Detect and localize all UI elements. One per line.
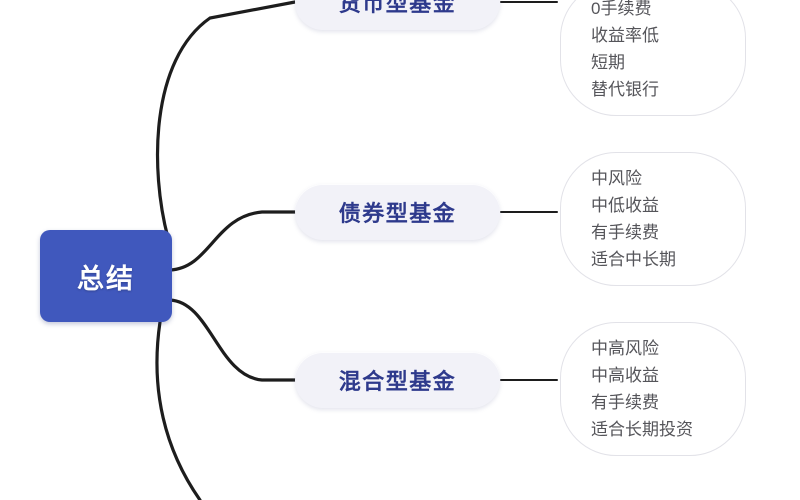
leaf-detail-line: 中高收益: [591, 366, 659, 385]
leaf-detail-line: 0手续费: [591, 0, 652, 18]
root-node-summary[interactable]: 总结: [40, 230, 172, 322]
branch-node-hybrid-fund[interactable]: 混合型基金: [295, 352, 500, 408]
connector-root-to-branch-2: [168, 298, 297, 382]
leaf-bubble-hybrid-fund: 中高风险 中高收益 有手续费 适合长期投资: [560, 322, 746, 456]
root-node-label: 总结: [77, 263, 135, 294]
connector-branch-2-to-leaf: [500, 379, 558, 382]
connector-branch-1-to-leaf: [500, 211, 558, 214]
branch-node-label: 债券型基金: [338, 201, 457, 226]
leaf-detail-line: 收益率低: [591, 26, 659, 45]
leaf-bubble-money-market-fund: 0手续费 收益率低 短期 替代银行: [560, 0, 746, 116]
connector-root-to-branch-1: [168, 210, 297, 272]
connector-root-to-branch-0: [155, 0, 297, 240]
leaf-detail-line: 适合中长期: [591, 250, 676, 269]
leaf-detail-line: 有手续费: [591, 393, 659, 412]
leaf-detail-line: 替代银行: [591, 80, 659, 99]
leaf-detail-line: 中风险: [591, 169, 642, 188]
branch-node-label: 混合型基金: [338, 369, 457, 394]
leaf-detail-line: 短期: [591, 53, 625, 72]
branch-node-label: 货币型基金: [338, 0, 457, 16]
connector-branch-0-to-leaf: [500, 1, 558, 4]
leaf-detail-line: 中低收益: [591, 196, 659, 215]
branch-node-money-market-fund[interactable]: 货币型基金: [295, 0, 500, 30]
leaf-bubble-bond-fund: 中风险 中低收益 有手续费 适合中长期: [560, 152, 746, 286]
leaf-detail-line: 适合长期投资: [591, 420, 693, 439]
branch-node-bond-fund[interactable]: 债券型基金: [295, 184, 500, 240]
leaf-detail-line: 中高风险: [591, 339, 659, 358]
leaf-detail-line: 有手续费: [591, 223, 659, 242]
connector-root-to-branch-3: [155, 320, 202, 500]
